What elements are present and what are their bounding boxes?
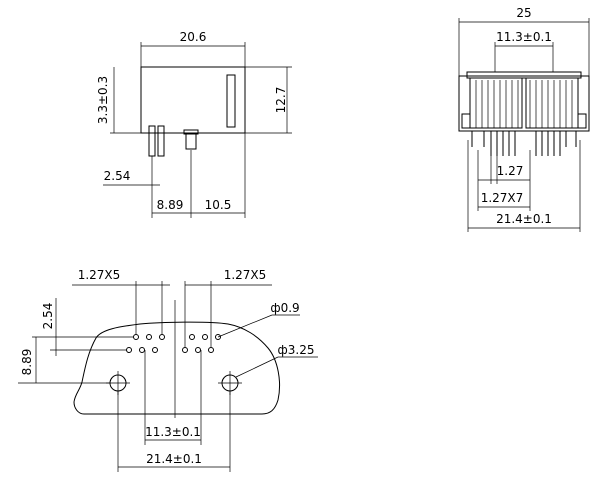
port-pitch-label: 11.3±0.1 (145, 425, 201, 439)
post-hole-leader (235, 356, 279, 378)
pin-to-post-label: 8.89 (20, 349, 34, 376)
pin-front (148, 125, 156, 157)
mount-span-label: 21.4±0.1 (496, 212, 552, 226)
locating-post (185, 132, 197, 150)
overall-width-label: 25 (516, 6, 531, 20)
pin-offset-label: 8.89 (157, 198, 184, 212)
post-span-label: 21.4±0.1 (146, 452, 202, 466)
pin-span-label: 1.27X7 (481, 191, 524, 205)
side-view: 20.6 12.7 3.3±0.3 2.54 8.89 10.5 (96, 30, 292, 218)
width-label: 20.6 (180, 30, 207, 44)
connector-body (140, 66, 246, 134)
port-pitch-label: 11.3±0.1 (496, 30, 552, 44)
pin-rear (157, 125, 165, 157)
pin-to-back-label: 10.5 (205, 198, 232, 212)
side-latch-window (226, 74, 236, 128)
pin-hole-leader (217, 314, 273, 338)
front-pins (471, 131, 577, 156)
port-right (525, 77, 579, 129)
front-view: 25 11.3±0.1 (458, 6, 590, 232)
footprint-view: 1.27X5 1.27X5 2.54 8.89 ф0.9 ф3.25 11.3±… (18, 268, 318, 472)
pin-hole-label: ф0.9 (270, 301, 299, 315)
height-label: 12.7 (274, 87, 288, 114)
housing-outline (458, 75, 590, 132)
offset-label: 3.3±0.3 (96, 76, 110, 124)
pin-pitch-label: 1.27 (497, 164, 524, 178)
contact-array-right (529, 80, 573, 128)
right-pitch-label: 1.27X5 (224, 268, 267, 282)
post-hole-label: ф3.25 (278, 343, 315, 357)
contact-array-left (475, 80, 519, 128)
pin-holes-right (182, 334, 221, 353)
pcb-outline (73, 321, 281, 415)
left-pitch-label: 1.27X5 (78, 268, 121, 282)
row-spacing-label: 2.54 (41, 303, 55, 330)
row-spacing-label: 2.54 (104, 169, 131, 183)
port-left (469, 77, 523, 129)
